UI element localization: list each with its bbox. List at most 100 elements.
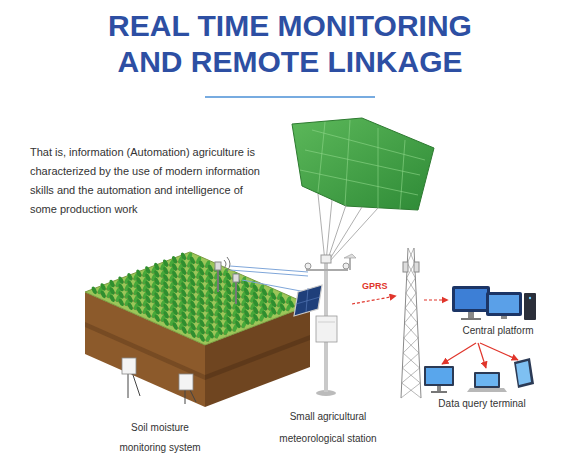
crop-leaf (243, 287, 250, 296)
crop-leaf (198, 297, 205, 306)
crop-row (129, 277, 244, 328)
crop-row (183, 257, 298, 308)
soil-field-part (85, 252, 310, 345)
crop-leaf (171, 255, 178, 264)
crop-leaf (199, 319, 206, 328)
weather-station-part (343, 263, 349, 269)
crop-leaf (163, 303, 170, 312)
crop-leaf (234, 305, 241, 314)
crop-leaf (189, 308, 196, 317)
crop-leaf (127, 302, 134, 311)
sensing-lines (318, 194, 378, 262)
crop-leaf (243, 302, 250, 311)
crop-leaf (162, 273, 169, 282)
weather-station-part (344, 254, 356, 258)
crop-leaf (171, 263, 178, 272)
tower-brace (405, 293, 417, 308)
central-platform-computers-part (529, 297, 531, 299)
field-antenna-part (224, 260, 226, 268)
crop-leaf (135, 269, 142, 278)
crop-leaf (109, 279, 116, 288)
crop-leaf (136, 298, 143, 307)
aerial-grid-line (400, 140, 405, 209)
aerial-field-image-part (300, 120, 425, 209)
data-query-terminals-part (476, 374, 498, 386)
crop-leaf (234, 313, 241, 322)
crop-leaf (153, 284, 160, 293)
weather-station (294, 254, 356, 396)
crop-leaf (270, 299, 277, 308)
crop-leaf (180, 281, 187, 290)
crop-leaf (180, 267, 187, 276)
crop-leaf (199, 334, 206, 343)
signal-arrow-part (352, 296, 396, 304)
crop-leaf (225, 323, 232, 332)
crop-leaf (252, 291, 259, 300)
weather-station-part (349, 258, 351, 270)
crop-leaf (172, 314, 179, 323)
central-platform-computers-part (468, 312, 474, 318)
crop-leaf (91, 286, 98, 295)
tower-brace (402, 368, 421, 383)
crop-leaf (288, 300, 295, 309)
crop-leaf (126, 272, 133, 281)
tower-brace (407, 248, 414, 263)
soil-sensor-part (122, 358, 136, 374)
crop-leaf (198, 289, 205, 298)
crop-leaf (261, 295, 268, 304)
component-caption: Small agricultural meteorological statio… (266, 406, 390, 450)
signal-arrow-part (442, 343, 476, 364)
signal-arrow-part (424, 299, 448, 300)
crop-leaf (243, 317, 250, 326)
crop-leaf (100, 290, 107, 299)
crop-leaf (225, 309, 232, 318)
crop-leaf (171, 277, 178, 286)
crop-leaf (171, 270, 178, 279)
crop-leaf (162, 266, 169, 275)
weather-station-part (305, 263, 311, 269)
crop-leaf (261, 310, 268, 319)
crop-leaf (109, 286, 116, 295)
crop-leaf (207, 293, 214, 302)
field-antenna-part (217, 268, 219, 292)
crop-leaf (261, 302, 268, 311)
wireless-link-part (242, 280, 306, 292)
crop-leaf (207, 315, 214, 324)
crop-leaf (208, 323, 215, 332)
crop-leaf (252, 298, 259, 307)
crop-leaf (189, 278, 196, 287)
central-platform-computers-part (489, 295, 519, 313)
crop-leaf (153, 269, 160, 278)
crop-leaf (109, 294, 116, 303)
crop-leaf (154, 299, 161, 308)
crop-leaf (207, 264, 214, 273)
crop-leaf (207, 308, 214, 317)
crop-row (147, 270, 262, 321)
crop-leaf (153, 292, 160, 301)
crop-leaf (181, 326, 188, 335)
central-platform-computers-part (452, 286, 490, 312)
title-rule (205, 96, 375, 98)
weather-station-part (321, 255, 331, 263)
crop-row (112, 284, 227, 335)
crop-leaf (279, 303, 286, 312)
data-query-terminals-part (514, 358, 534, 388)
crop-leaf (234, 320, 241, 329)
crop-leaf (243, 294, 250, 303)
weather-station-part (296, 297, 320, 304)
crop-leaf (154, 314, 161, 323)
crop-leaf (198, 282, 205, 291)
aerial-field-image-part (292, 118, 434, 210)
crop-leaf (199, 326, 206, 335)
sensing-lines-part (318, 194, 325, 262)
field-antenna-part (227, 257, 230, 271)
crop-row (103, 287, 218, 338)
soil-field-part (205, 335, 310, 380)
crop-leaf (118, 283, 125, 292)
soil-sensor-part (179, 374, 193, 390)
data-query-terminals-part (467, 388, 507, 392)
gprs-tower-part (403, 262, 408, 272)
crop-leaf (252, 306, 259, 315)
weather-station-part (316, 316, 337, 342)
